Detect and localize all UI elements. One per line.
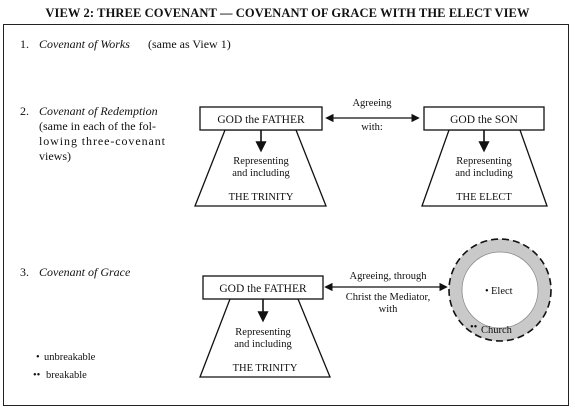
- section3-link-line-1: Agreeing, through: [350, 271, 428, 282]
- section2-right-rep-line-1: Representing: [456, 156, 512, 167]
- legend-unbreakable-marker: •: [36, 352, 40, 363]
- diagram-frame: [3, 24, 569, 406]
- section2-left-box-label: GOD the FATHER: [217, 114, 305, 126]
- section3-left-rep-line-2: and including: [234, 339, 292, 350]
- section2-right-group: GOD the SON Representing and including T…: [421, 106, 548, 207]
- section2-name: Covenant of Redemption: [39, 104, 158, 118]
- section2-left-rep-line-1: Representing: [233, 156, 289, 167]
- section2-left-group: GOD the FATHER Representing and includin…: [194, 106, 327, 207]
- section2-link-line-1: Agreeing: [352, 98, 392, 109]
- section2-number: 2.: [20, 104, 29, 118]
- section2-right-box-label: GOD the SON: [450, 114, 518, 126]
- legend: • unbreakable •• breakable: [33, 352, 96, 381]
- section3-left-box-label: GOD the FATHER: [219, 283, 307, 295]
- elect-label: Elect: [491, 286, 513, 297]
- elect-marker: •: [485, 286, 489, 297]
- section2-desc-line-3: views): [39, 149, 71, 163]
- section3-name: Covenant of Grace: [39, 265, 131, 279]
- section3-left-rep-line-1: Representing: [235, 327, 291, 338]
- section2-desc-line-2: lowing three-covenant: [39, 134, 166, 148]
- section3-left-base-label: THE TRINITY: [233, 363, 298, 374]
- church-elect-ring: • Elect •• Church: [448, 238, 552, 342]
- section2-link-line-2: with:: [361, 122, 383, 133]
- church-label: Church: [481, 325, 513, 336]
- legend-breakable-label: breakable: [46, 370, 87, 381]
- section2-right-rep-line-2: and including: [455, 168, 513, 179]
- section2-desc-line-1: (same in each of the fol-: [39, 119, 156, 133]
- section1-name: Covenant of Works: [39, 37, 130, 51]
- church-marker: ••: [470, 322, 478, 333]
- section1-number: 1.: [20, 37, 29, 51]
- elect-inner-circle: [461, 251, 539, 329]
- section3-left-group: GOD the FATHER Representing and includin…: [199, 275, 331, 378]
- section2-left-base-label: THE TRINITY: [229, 192, 294, 203]
- section1-note: (same as View 1): [148, 37, 231, 51]
- section3-link-line-2: Christ the Mediator,: [346, 292, 430, 303]
- section2-left-rep-line-2: and including: [232, 168, 290, 179]
- page-title: VIEW 2: THREE COVENANT — COVENANT OF GRA…: [45, 6, 530, 20]
- legend-unbreakable-label: unbreakable: [44, 352, 96, 363]
- section2-right-base-label: THE ELECT: [456, 192, 512, 203]
- legend-breakable-marker: ••: [33, 370, 41, 381]
- section3-link-line-3: with: [379, 304, 398, 315]
- section3-number: 3.: [20, 265, 29, 279]
